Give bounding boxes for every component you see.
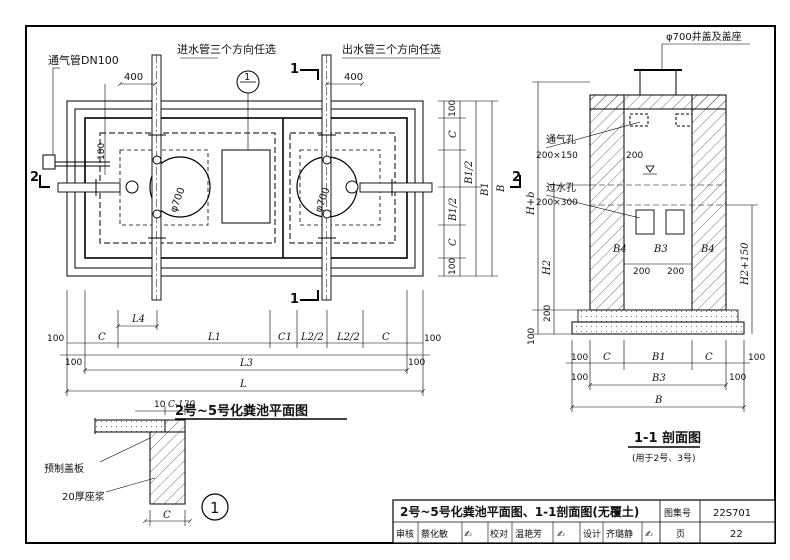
dim-bottom-l2-2-a: L2/2 [300, 332, 324, 343]
dim-bottom-l1: L1 [207, 332, 221, 343]
dim-right-b1-2-bot: B1/2 [448, 198, 459, 222]
dim-right-b1: B1 [480, 182, 491, 197]
dim-180: 180 [97, 143, 107, 160]
section-bottom-b1: B1 [651, 352, 666, 363]
diameter-label-1: φ700 [168, 186, 187, 214]
section-view: φ700井盖及盖座 通气孔 200×150 200 过水孔 200×300 B4… [526, 30, 765, 464]
dim-bottom-c-right: C [382, 332, 390, 343]
dim-bottom-100-l3-right: 100 [408, 358, 425, 368]
section-overflow-hole: 过水孔 [546, 181, 576, 194]
section-dim-h2-150: H2+150 [740, 242, 751, 286]
cut-mark-1-top: 1 [290, 62, 299, 77]
dim-bottom-l3: L3 [239, 358, 253, 369]
reviewer-name: 蔡化敏 [421, 528, 448, 540]
cut-mark-1-bottom: 1 [290, 292, 299, 307]
designer-signature: ✍ [645, 530, 653, 540]
checker-name: 温艳芳 [515, 528, 542, 540]
detail-bubble [201, 493, 229, 521]
section-bottom-b: B [654, 395, 662, 406]
section-bottom-c-left: C [603, 352, 611, 363]
checker-signature: ✍ [557, 530, 565, 540]
section-200-b: 200 [667, 267, 684, 277]
section-vent-200: 200 [626, 151, 643, 161]
detail-label-mortar: 20厚座浆 [62, 490, 105, 503]
section-dim-h2: H2 [542, 260, 553, 276]
title-block-title: 2号~5号化粪池平面图、1-1剖面图(无覆土) [400, 504, 639, 519]
section-vent-hole: 通气孔 [546, 133, 576, 146]
page-label: 页 [676, 529, 685, 540]
section-bottom-100-left: 100 [571, 353, 588, 363]
inlet-note: 进水管三个方向任选 [177, 42, 276, 56]
section-overflow-hole-size: 200×300 [536, 198, 578, 208]
dim-400-left: 400 [124, 72, 143, 83]
section-dim-hb: H+b [526, 191, 537, 216]
section-cover-label: φ700井盖及盖座 [666, 30, 742, 43]
dim-right-b: B [496, 185, 507, 193]
cut-mark-2-right: 2 [512, 170, 521, 185]
section-bottom-c-right: C [705, 352, 713, 363]
section-title: 1-1 剖面图 [634, 430, 701, 446]
cut-mark-2-left: 2 [30, 170, 39, 185]
dim-right-c-top: C [448, 130, 459, 138]
section-b4-left: B4 [612, 244, 627, 255]
dim-bottom-l4: L4 [131, 314, 145, 325]
dim-bottom-l: L [239, 379, 247, 390]
detail-view: 10 C-130 预制盖板 20厚座浆 C 1 [44, 400, 229, 526]
section-b3-mid: B3 [653, 244, 668, 255]
section-b4-right: B4 [700, 244, 715, 255]
dim-bottom-c1: C1 [278, 332, 292, 343]
dim-right-b1-2-top: B1/2 [464, 161, 475, 185]
detail-num: 1 [210, 499, 220, 517]
dim-400-right: 400 [344, 72, 363, 83]
design-label: 设计 [583, 528, 601, 540]
section-dim-200-left: 200 [543, 305, 553, 322]
detail-dim-c130: C-130 [168, 400, 195, 410]
detail-label-cover: 预制盖板 [44, 462, 84, 475]
title-block: 2号~5号化粪池平面图、1-1剖面图(无覆土) 图集号 22S701 审核 蔡化… [392, 499, 776, 544]
section-200-a: 200 [633, 267, 650, 277]
plan-section-bubble: 1 [244, 72, 250, 83]
dim-right-100-top: 100 [448, 100, 458, 117]
section-bottom-b3: B3 [651, 373, 666, 384]
manhole-1 [149, 156, 211, 218]
section-bottom-100-right: 100 [748, 353, 765, 363]
plan-title: 2号~5号化粪池平面图 [175, 403, 308, 419]
vent-pipe-label: 通气管DN100 [48, 53, 119, 67]
check-label: 校对 [490, 528, 508, 540]
section-dim-100-left: 100 [527, 328, 537, 345]
section-bottom-100-l3-left: 100 [571, 373, 588, 383]
section-vent-hole-size: 200×150 [536, 151, 578, 161]
title-block-atlas-no: 22S701 [713, 508, 751, 519]
detail-dim-10: 10 [154, 400, 166, 410]
dim-bottom-100-right: 100 [424, 334, 441, 344]
dim-bottom-l2-2-b: L2/2 [336, 332, 360, 343]
detail-dim-c: C [163, 510, 171, 521]
page-no: 22 [730, 529, 743, 540]
section-bottom-100-l3-right: 100 [729, 373, 746, 383]
reviewer-signature: ✍ [464, 530, 472, 540]
outlet-note: 出水管三个方向任选 [342, 42, 441, 56]
dim-bottom-100-l3-left: 100 [65, 358, 82, 368]
designer-name: 齐璐静 [606, 528, 633, 540]
dim-right-c-bot: C [448, 238, 459, 246]
dim-bottom-100-left: 100 [47, 334, 64, 344]
dim-bottom-c-left: C [98, 332, 106, 343]
dim-right-100-bot: 100 [448, 258, 458, 275]
section-subtitle: (用于2号、3号) [632, 453, 695, 464]
title-block-atlas-label: 图集号 [664, 507, 691, 519]
plan-view: 通气管DN100 进水管三个方向任选 出水管三个方向任选 1 φ700 φ700… [30, 42, 521, 420]
review-label: 审核 [396, 528, 414, 540]
